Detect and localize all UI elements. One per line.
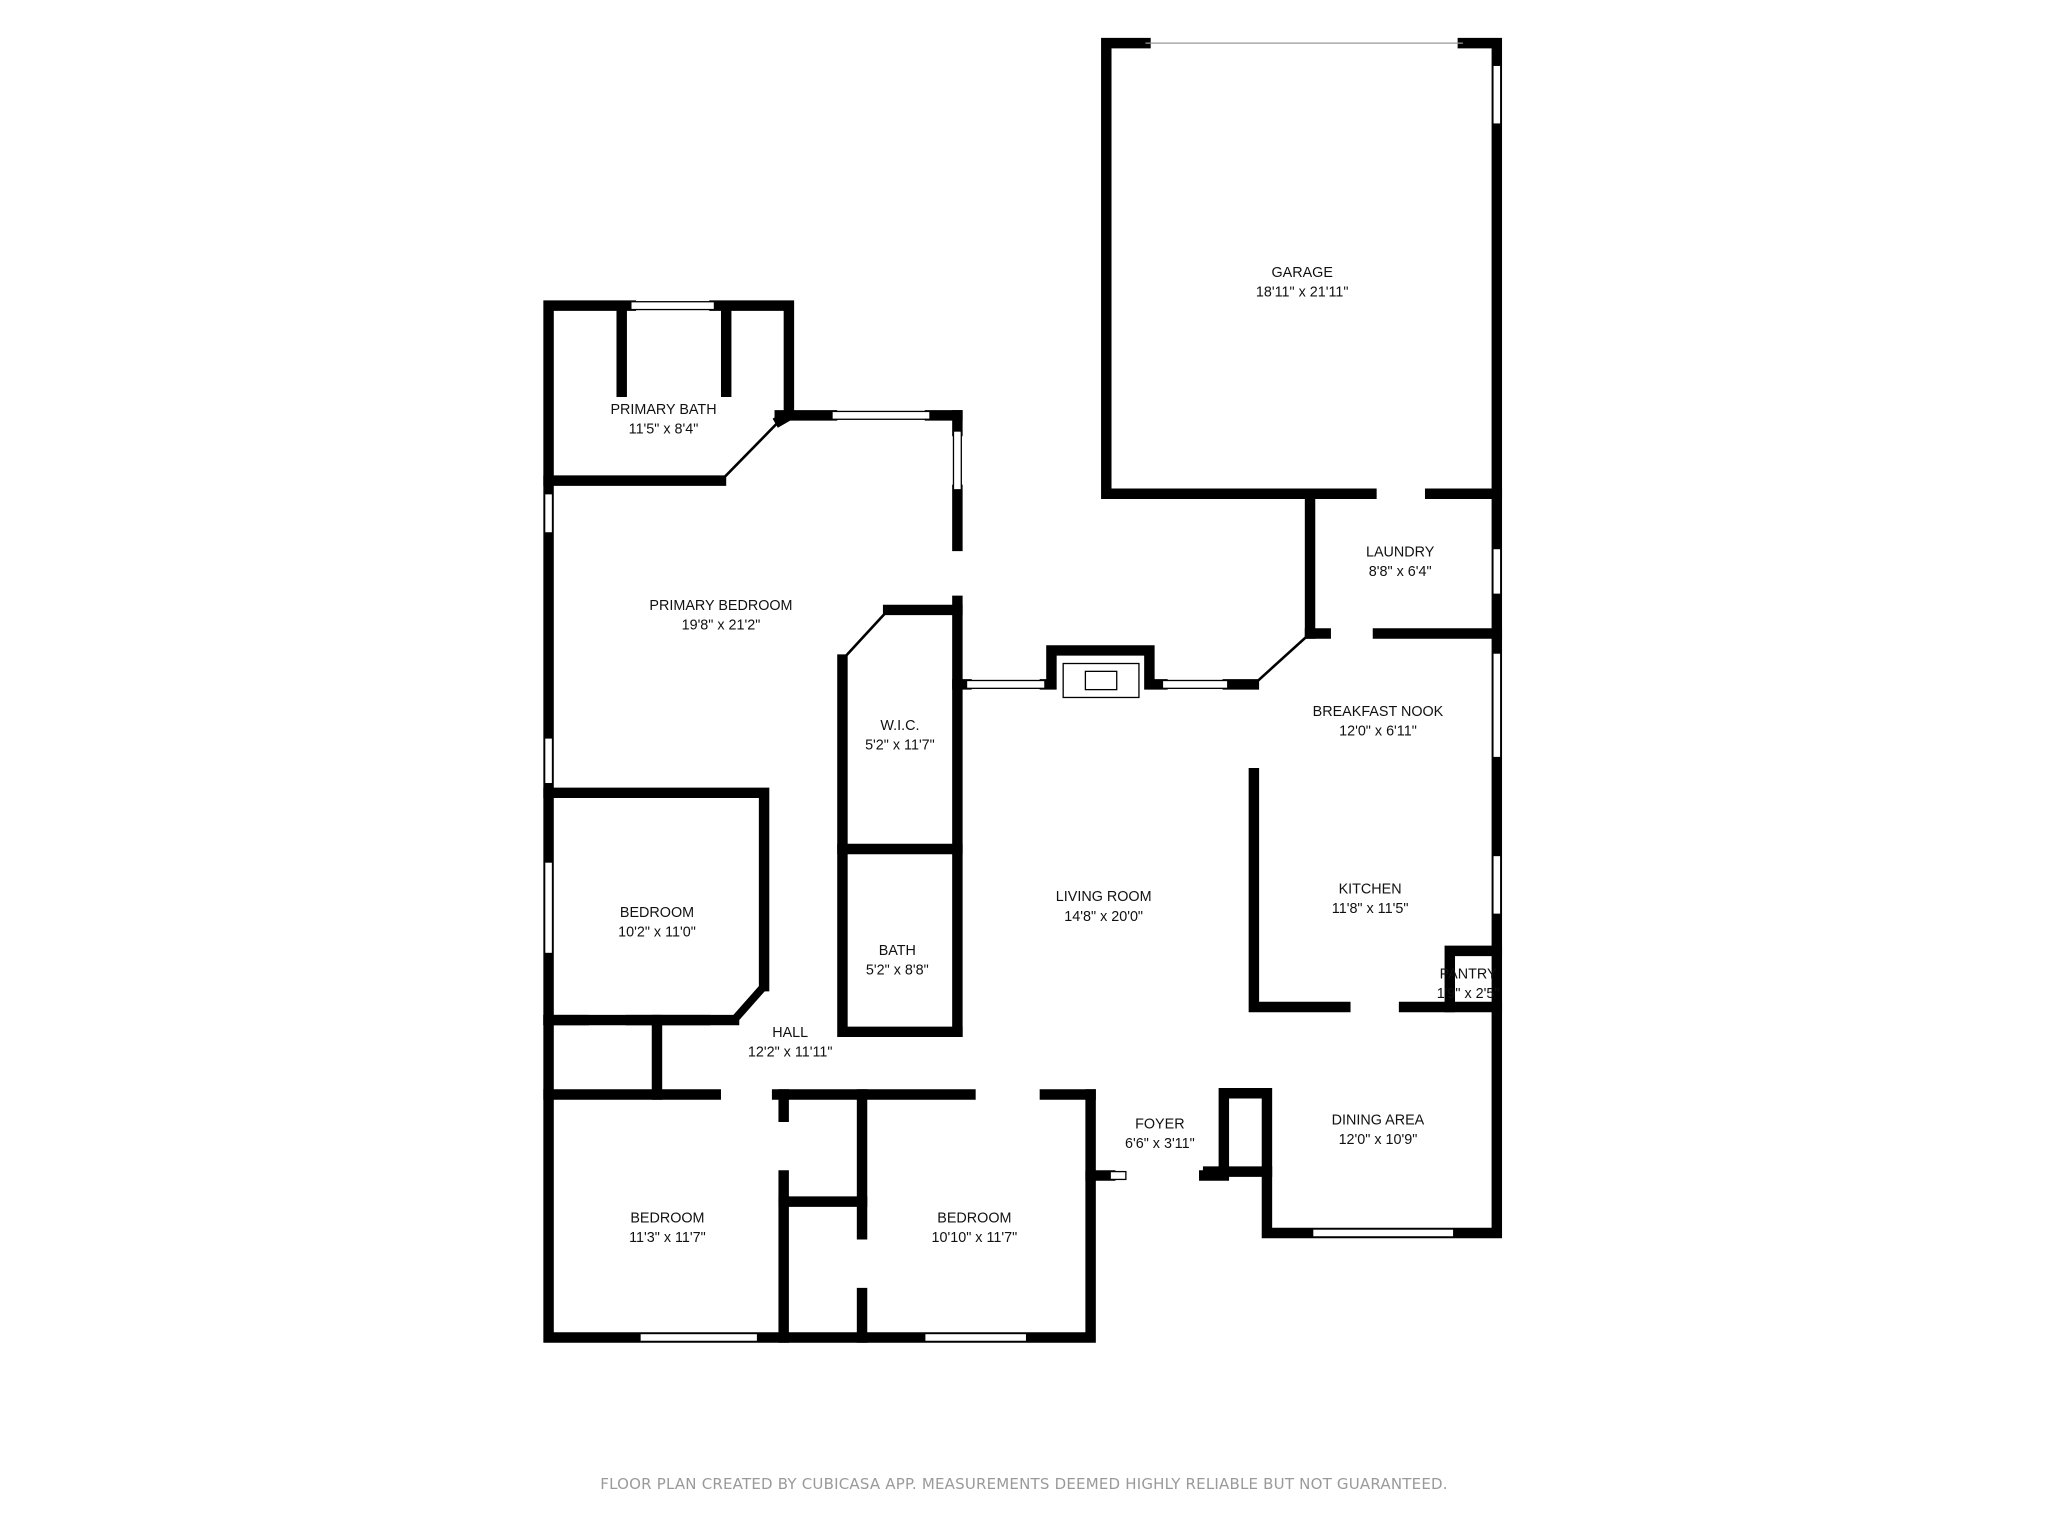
room-name-breakfast-nook: BREAKFAST NOOK [1313, 704, 1444, 720]
fireplace [1062, 662, 1140, 699]
diagonal-walls [720, 419, 1311, 1023]
room-size-bedroom-1: 10'2" x 11'0" [618, 924, 696, 940]
room-size-garage: 18'11" x 21'11" [1256, 284, 1349, 300]
room-name-bedroom-2: BEDROOM [630, 1211, 704, 1227]
room-name-primary-bedroom: PRIMARY BEDROOM [649, 598, 792, 614]
room-size-foyer: 6'6" x 3'11" [1125, 1136, 1195, 1152]
walls [543, 37, 1503, 1343]
room-size-kitchen: 11'8" x 11'5" [1332, 901, 1409, 917]
disclaimer-footer: FLOOR PLAN CREATED BY CUBICASA APP. MEAS… [600, 1475, 1448, 1493]
room-name-kitchen: KITCHEN [1339, 881, 1402, 897]
room-name-garage: GARAGE [1271, 265, 1332, 281]
room-size-wic: 5'2" x 11'7" [865, 738, 935, 754]
room-name-laundry: LAUNDRY [1366, 544, 1435, 560]
room-size-breakfast-nook: 12'0" x 6'11" [1339, 723, 1417, 739]
room-name-foyer: FOYER [1135, 1116, 1184, 1132]
room-name-bath: BATH [879, 943, 916, 959]
room-name-hall: HALL [772, 1025, 808, 1041]
room-size-bedroom-3: 10'10" x 11'7" [932, 1230, 1018, 1246]
room-size-hall: 12'2" x 11'11" [748, 1045, 833, 1061]
room-size-laundry: 8'8" x 6'4" [1369, 564, 1432, 580]
room-size-bath: 5'2" x 8'8" [866, 962, 929, 978]
room-size-dining-area: 12'0" x 10'9" [1339, 1132, 1418, 1148]
room-size-living-room: 14'8" x 20'0" [1064, 909, 1143, 925]
room-size-primary-bath: 11'5" x 8'4" [629, 422, 699, 438]
room-name-wic: W.I.C. [880, 718, 919, 734]
room-size-primary-bedroom: 19'8" x 21'2" [682, 618, 761, 634]
room-name-dining-area: DINING AREA [1332, 1113, 1425, 1129]
room-name-primary-bath: PRIMARY BATH [610, 402, 716, 418]
room-labels: GARAGE 18'11" x 21'11" PRIMARY BATH 11'5… [610, 265, 1499, 1246]
room-name-bedroom-3: BEDROOM [937, 1211, 1011, 1227]
room-name-pantry: PANTRY [1440, 966, 1497, 982]
room-size-bedroom-2: 11'3" x 11'7" [629, 1230, 706, 1246]
room-name-bedroom-1: BEDROOM [620, 905, 694, 921]
room-size-pantry: 1'9" x 2'5" [1437, 986, 1500, 1002]
windows [544, 42, 1502, 1343]
room-name-living-room: LIVING ROOM [1056, 889, 1152, 905]
